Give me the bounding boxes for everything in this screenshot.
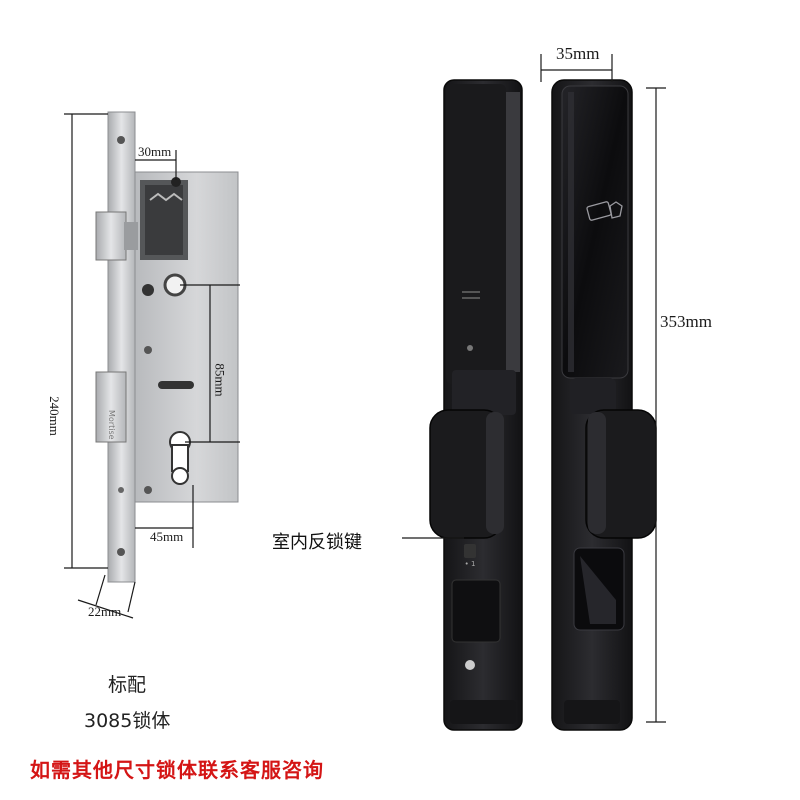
svg-text:Mortise: Mortise — [107, 410, 116, 440]
svg-text:• 1: • 1 — [465, 560, 476, 568]
dim-height-label: 240mm — [46, 396, 62, 436]
dim-faceplate-label: 22mm — [88, 604, 122, 619]
mortise-dimensions — [64, 113, 240, 619]
reverse-lock-callout: 室内反锁键 — [272, 532, 362, 553]
reverse-lock-button — [464, 544, 476, 558]
handle-side-view: • 1 — [429, 79, 523, 731]
dim-handle-height-label: 353mm — [660, 312, 712, 331]
custom-size-note: 如需其他尺寸锁体联系客服咨询 — [30, 758, 324, 782]
caption-standard: 标配 — [108, 674, 147, 696]
dim-spindle-cylinder-label: 85mm — [212, 363, 228, 397]
mortise-lock: Mortise — [95, 111, 239, 583]
dim-top-offset-label: 30mm — [138, 144, 172, 159]
deadbolt — [95, 371, 127, 443]
latch-bolt — [95, 211, 127, 261]
handle-dimensions — [402, 54, 666, 723]
dim-backset-label: 45mm — [150, 529, 184, 544]
handle-front-view — [551, 79, 657, 731]
card-reader-icon — [586, 201, 623, 221]
caption-lock-model: 3085锁体 — [84, 710, 171, 732]
mortise-faceplate — [107, 111, 136, 583]
dim-handle-width-label: 35mm — [556, 44, 600, 63]
